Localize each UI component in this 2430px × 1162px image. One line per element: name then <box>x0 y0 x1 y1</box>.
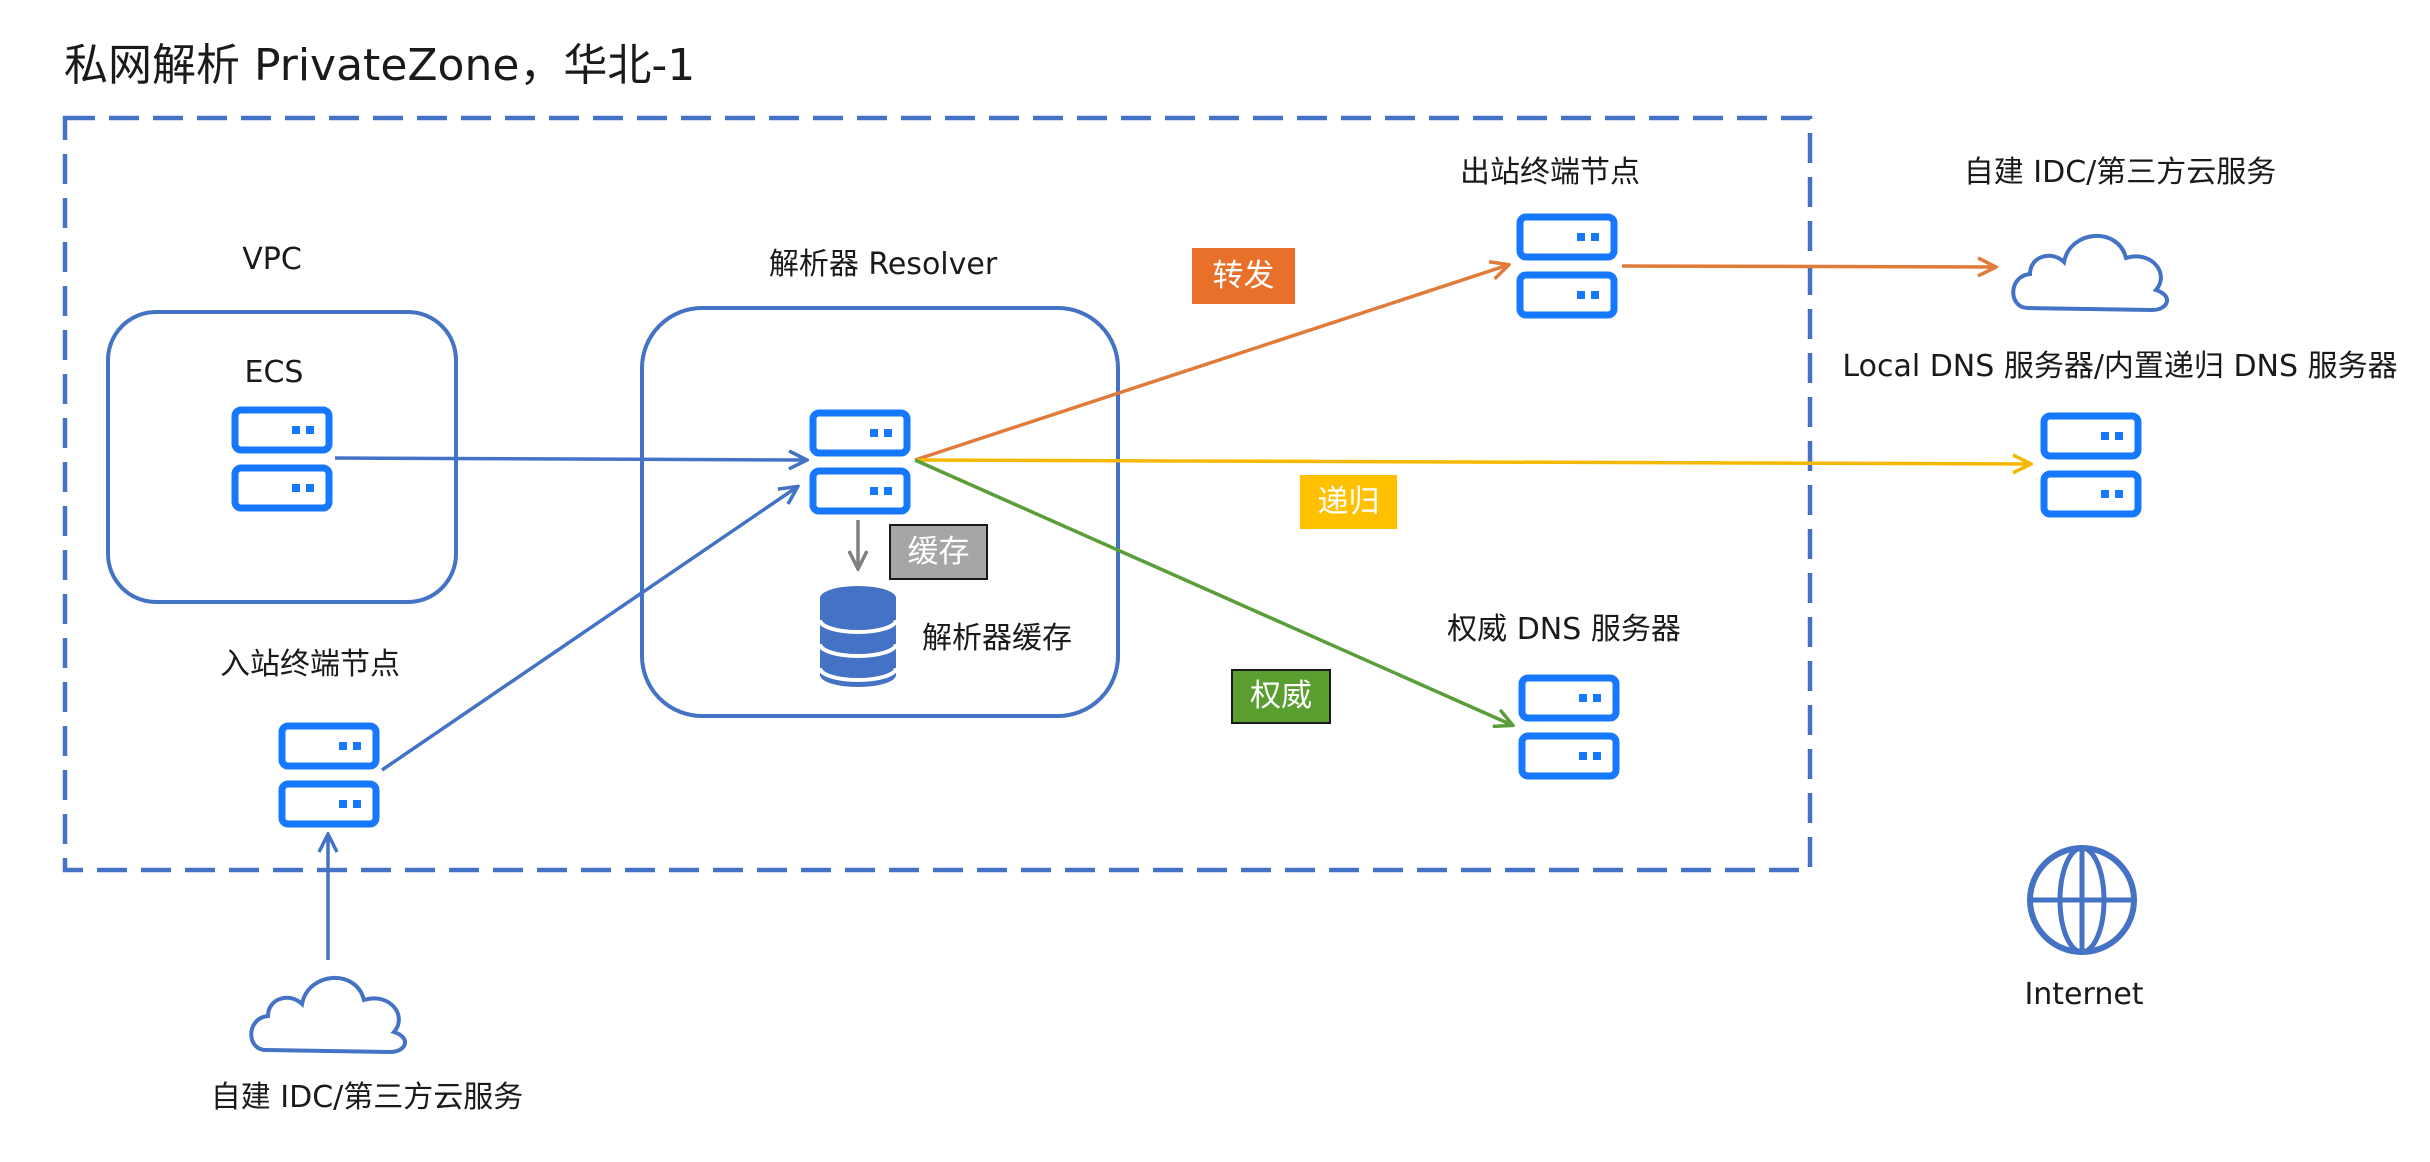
outbound-server-icon <box>1520 217 1614 315</box>
resolver-cache-label: 解析器缓存 <box>922 621 1072 656</box>
database-icon <box>818 586 898 687</box>
idc-bottom-label: 自建 IDC/第三方云服务 <box>210 1080 524 1115</box>
resolver-box <box>640 306 1120 718</box>
inbound-node-label: 入站终端节点 <box>220 647 400 682</box>
internet-label: Internet <box>2024 977 2144 1012</box>
forward-tag: 转发 <box>1192 248 1295 304</box>
cloud-icon-top <box>2011 233 2170 312</box>
forward-arrow <box>914 265 1508 462</box>
ecs-server-icon <box>235 410 329 508</box>
resolver-label: 解析器 Resolver <box>768 247 998 282</box>
inbound-server-icon <box>282 726 376 824</box>
globe-icon <box>2027 845 2137 955</box>
resolver-server-icon <box>813 413 907 511</box>
recursive-arrow <box>914 460 2030 464</box>
authoritative-tag: 权威 <box>1231 669 1331 724</box>
cloud-icon-bottom <box>249 975 408 1054</box>
local-dns-label: Local DNS 服务器/内置递归 DNS 服务器 <box>1842 349 2398 384</box>
ecs-to-resolver-arrow <box>334 458 806 460</box>
outbound-to-idc-arrow <box>1621 266 1995 267</box>
auth-dns-label: 权威 DNS 服务器 <box>1447 612 1681 647</box>
inbound-to-resolver-arrow <box>381 487 797 772</box>
recursive-tag: 递归 <box>1300 475 1397 529</box>
auth-dns-server-icon <box>1522 678 1616 776</box>
cache-tag: 缓存 <box>889 524 988 580</box>
region-boundary <box>62 115 1813 873</box>
diagram-title: 私网解析 PrivateZone，华北-1 <box>64 40 696 91</box>
outbound-node-label: 出站终端节点 <box>1460 155 1640 190</box>
local-dns-server-icon <box>2044 416 2138 514</box>
idc-top-label: 自建 IDC/第三方云服务 <box>1963 155 2277 190</box>
authoritative-arrow <box>914 458 1512 725</box>
vpc-label: VPC <box>242 242 302 277</box>
ecs-label: ECS <box>244 355 304 390</box>
